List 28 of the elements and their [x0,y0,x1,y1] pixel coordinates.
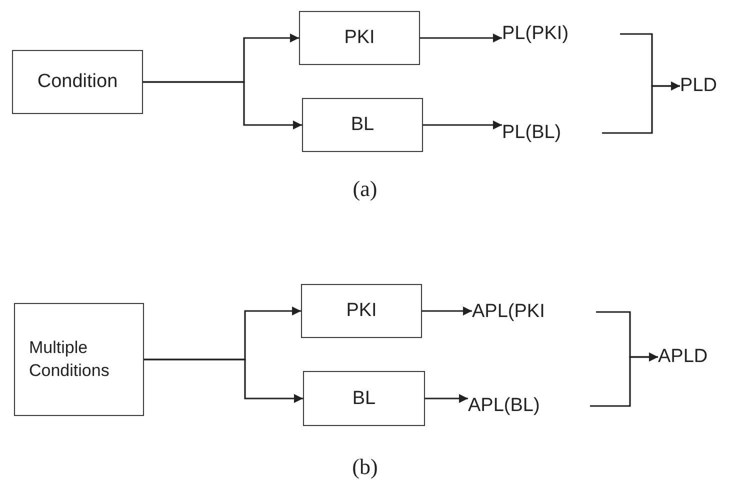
box-label: BL [350,114,374,136]
arrow [423,120,502,130]
box-label: BL [352,388,376,410]
process-box [302,98,423,152]
arrow [422,306,472,316]
panel-caption: (a) [352,176,378,202]
box-label: PKI [344,27,375,49]
arrow [602,82,680,134]
output-label: APLD [658,343,734,371]
output-label: APL(PKI [472,298,596,326]
process-box [12,50,143,114]
output-label: PL(BL) [502,119,602,147]
arrow [144,358,303,403]
output-label: PLD [680,72,734,100]
process-box [299,11,420,65]
panel-caption: (b) [352,454,378,480]
arrow [590,352,658,407]
output-label: PL(PKI) [502,20,620,48]
process-box [14,303,144,416]
box-label: PKI [346,300,377,322]
box-label: Multiple Conditions [29,337,110,382]
arrow [143,81,302,130]
output-label: APL(BL) [468,392,590,420]
process-box [301,284,422,338]
box-label: Condition [37,71,118,93]
arrow [425,394,468,403]
process-box [303,371,425,426]
arrow [420,34,502,42]
